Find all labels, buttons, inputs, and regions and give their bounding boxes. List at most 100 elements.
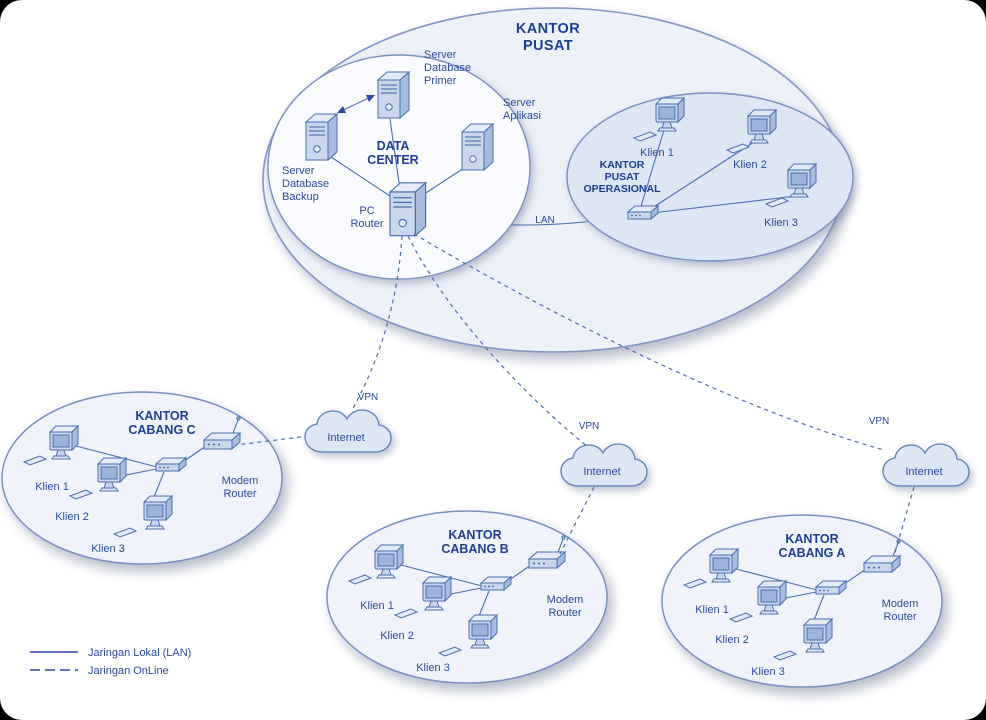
op-link-sw-k3 [651,195,797,214]
branch-b-link-sw-k3 [478,590,490,617]
vpn-label-c: VPN [358,392,379,403]
branch-a-title-line-1: KANTOR [785,532,838,546]
branch-c-group: KANTOR CABANG C Klien 1 Klien 2 Klien 3 … [1,391,283,565]
server-backup-label-line-1: Server [282,165,315,177]
internet-cloud-c-label: Internet [327,432,364,444]
server-primer-label-line-1: Server [424,49,457,61]
branch-a-link-sw-k3 [813,594,825,621]
branch-b-switch-icon [480,576,512,591]
server-aplikasi-label-line-2: Aplikasi [503,110,541,122]
op-klien-1-label: Klien 1 [640,147,674,159]
pc-router-label-line-1: PC [359,205,374,217]
internet-cloud-b: Internet [560,443,648,487]
branch-b-modem-label-line-2: Router [548,607,581,619]
branch-b-link-sw-k1 [400,564,483,587]
server-aplikasi-icon [461,123,494,171]
branch-c-link-sw-k1 [75,445,158,468]
branch-b-title-line-2: CABANG B [441,542,508,556]
branch-b-link-sw-k2 [450,587,482,595]
server-backup-label-line-2: Database [282,178,329,190]
branch-b-title: KANTOR CABANG B [441,528,508,556]
branch-c-klien-2-label: Klien 2 [55,511,89,523]
data-center-ellipse [267,54,531,280]
branch-b-klien-3-label: Klien 3 [416,662,450,674]
branch-c-modem-label-line-2: Router [223,488,256,500]
branch-a-title-line-2: CABANG A [779,546,846,560]
operational-title-line-2: PUSAT [605,171,640,183]
internet-cloud-b-label: Internet [583,466,620,478]
server-database-primer-label: Server Database Primer [424,49,471,87]
server-database-primer-icon [377,71,410,119]
branch-a-klien-1-label: Klien 1 [695,604,729,616]
op-link-sw-k2 [645,141,755,213]
branch-a-modem-label-line-1: Modem [882,598,919,610]
pc-router-label: PC Router [350,205,383,230]
cloud-to-modem-link-c [235,436,302,446]
server-database-backup-icon [305,113,338,161]
pc-router-icon [389,182,427,237]
branch-a-klien-2-label: Klien 2 [715,634,749,646]
op-klien-3-label: Klien 3 [764,217,798,229]
branch-b-title-line-1: KANTOR [448,528,501,542]
head-office-title-line-1: KANTOR [516,21,580,37]
cloud-to-modem-link-a [893,486,915,557]
vpn-label-b: VPN [579,421,600,432]
vpn-link-c [351,235,403,411]
branch-a-link-sw-k1 [735,568,818,591]
branch-a-title: KANTOR CABANG A [779,532,846,560]
server-database-backup-label: Server Database Backup [282,165,329,203]
branch-c-modem-label-line-1: Modem [222,475,259,487]
link-router-backup [330,156,394,199]
op-link-sw-k1 [639,129,665,211]
server-backup-label-line-3: Backup [282,191,319,203]
branch-b-modem-router-label: Modem Router [547,594,584,619]
server-aplikasi-label-line-1: Server [503,97,536,109]
branch-b-klien-1-label: Klien 1 [360,600,394,612]
data-center-label: DATA CENTER [367,139,418,167]
op-switch-icon [627,205,659,220]
branch-a-switch-icon [815,580,847,595]
legend-lan-label: Jaringan Lokal (LAN) [88,647,191,659]
branch-b-modem-label-line-1: Modem [547,594,584,606]
branch-c-link-sw-k3 [153,471,165,498]
head-office-title: KANTOR PUSAT [516,21,580,54]
internet-cloud-a-label: Internet [905,466,942,478]
server-aplikasi-label: Server Aplikasi [503,97,541,122]
link-router-primer [389,118,401,191]
branch-c-klien-3-label: Klien 3 [91,543,125,555]
head-office-group: KANTOR PUSAT LAN Server Database Primer … [262,7,854,353]
sync-arrow [337,95,375,113]
branch-a-group: KANTOR CABANG A Klien 1 Klien 2 Klien 3 … [661,514,943,688]
internet-cloud-a: Internet [882,443,970,487]
operational-title-line-3: OPERASIONAL [583,183,661,195]
branch-a-modem-label-line-2: Router [883,611,916,623]
vpn-label-a: VPN [869,416,890,427]
branch-c-title-line-2: CABANG C [128,423,195,437]
branch-c-title-line-1: KANTOR [135,409,188,423]
server-primer-label-line-2: Database [424,62,471,74]
lan-label: LAN [535,215,554,226]
branch-b-klien-2-label: Klien 2 [380,630,414,642]
legend-online-label: Jaringan OnLine [88,665,169,677]
operational-title: KANTOR PUSAT OPERASIONAL [583,159,661,195]
branch-c-klien-1-label: Klien 1 [35,481,69,493]
server-primer-label-line-3: Primer [424,75,457,87]
branch-c-title: KANTOR CABANG C [128,409,195,437]
branch-b-group: KANTOR CABANG B Klien 1 Klien 2 Klien 3 … [326,510,608,684]
internet-cloud-c: Internet [304,409,392,453]
branch-a-link-sw-k2 [785,591,817,599]
op-klien-2-label: Klien 2 [733,159,767,171]
data-center-label-line-2: CENTER [367,153,418,167]
branch-c-modem-router-label: Modem Router [222,475,259,500]
branch-a-klien-3-label: Klien 3 [751,666,785,678]
vpn-link-b [407,235,593,451]
data-center-label-line-1: DATA [377,139,410,153]
legend: Jaringan Lokal (LAN) Jaringan OnLine [30,647,191,677]
branch-a-modem-router-label: Modem Router [882,598,919,623]
branch-c-switch-icon [155,457,187,472]
vpn-link-a [413,233,885,451]
operational-title-line-1: KANTOR [600,159,645,171]
branch-c-link-sw-k2 [125,468,157,476]
